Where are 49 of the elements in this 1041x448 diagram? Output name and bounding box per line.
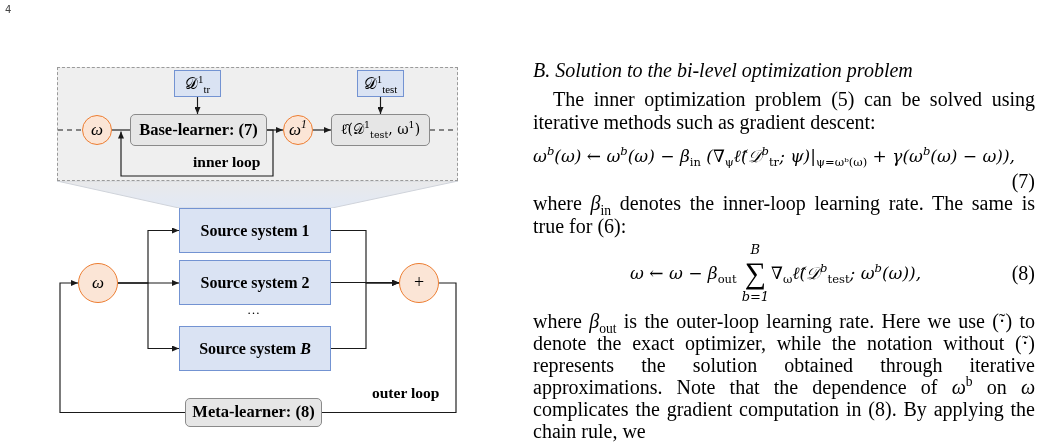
parameter-circle: [283, 115, 313, 145]
connector-line: [111, 129, 131, 131]
sum-circle: [399, 263, 439, 303]
loop-label: outer loop: [372, 384, 440, 403]
parameter-circle: [78, 263, 118, 303]
process-box: [130, 114, 267, 146]
feedback-arrow: [118, 129, 274, 177]
process-box: [185, 398, 322, 427]
feedback-line: [321, 282, 457, 414]
node-label: Source system 1: [200, 221, 310, 240]
equation: ω$^{b}$(ω) ← ω$^{b}$(ω) − β$_{in}$ (∇$_{ψ}$ℓ̂(𝒟$^{b}$$_{tr}$; ψ)|$_{ψ=ωᵇ(ω)}$ + γ(ω$^{b}$(ω) − ω)),: [533, 146, 1016, 167]
node-label: ω$^{1}$: [289, 120, 307, 140]
dashed-line: [57, 129, 83, 131]
node-label: ω: [91, 120, 103, 140]
zoom-panel: [57, 67, 458, 181]
equation: ω ← ω − β$_{out}$: [630, 263, 737, 284]
equation: ∇$_{ω}$ℓ̂(𝒟$^{b}$$_{test}$; ω$^{b}$(ω)),: [771, 263, 922, 284]
node-label: Base-learner: (7): [139, 120, 258, 140]
equation-number: (8): [1011, 261, 1035, 285]
paragraph: where β$_{in}$ denotes the inner-loop learning rate. The same is true for (6):: [533, 192, 1035, 238]
sum-upper-limit: B: [750, 242, 761, 258]
node-label: Source system B: [199, 339, 311, 358]
dataset-box: [357, 70, 404, 97]
arrow: [266, 127, 284, 133]
equation-number: (7): [1011, 169, 1035, 193]
section-heading: B. Solution to the bi-level optimization problem: [533, 58, 913, 82]
paragraph: where β$_{out}$ is the outer-loop learning rate. Here we use (̃·) to denote the exact optimizer, while the notation without (̃·) represents the solution obtained through iterative approximations. Note that the dependence of ω$^{b}$ on ω complicates the gradient computation in (8). By applying the chain rule, we: [533, 310, 1035, 442]
paragraph: The inner optimization problem (5) can be solved using iterative methods such as gradient descent:: [533, 88, 1035, 134]
arrow: [330, 279, 400, 286]
page-number: 4: [5, 4, 12, 16]
node-label: ω: [92, 273, 104, 293]
arrow: [377, 96, 384, 115]
arrow: [117, 282, 180, 352]
arrow: [194, 96, 201, 115]
ellipsis: …: [247, 302, 260, 318]
source-system-box: [179, 208, 331, 253]
source-system-box: [179, 260, 331, 305]
dataset-box: [174, 70, 221, 97]
arrow: [330, 280, 400, 350]
node-label: +: [413, 273, 425, 293]
loss-box: [331, 114, 430, 146]
arrow: [312, 127, 332, 133]
loop-label: inner loop: [193, 153, 261, 172]
feedback-arrow: [59, 280, 186, 414]
node-label: ℓ̂(𝒟$^{1}$$_{test}$, ω$^{1}$): [340, 122, 421, 138]
parameter-circle: [82, 115, 112, 145]
node-label: Meta-learner: (8): [192, 403, 315, 422]
node-label: Source system 2: [200, 273, 310, 292]
source-system-box: [179, 326, 331, 371]
